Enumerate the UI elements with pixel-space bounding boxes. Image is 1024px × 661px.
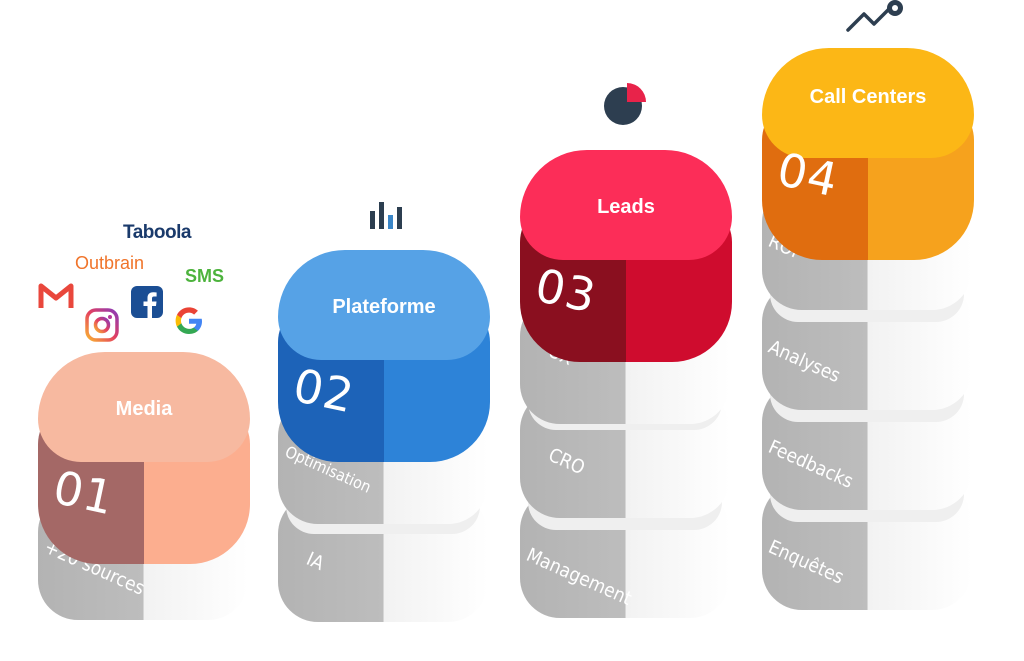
step4-cube: Call Centers 04 [762,48,974,262]
instagram-icon [85,308,119,342]
step3-cube: Leads 03 [520,150,732,364]
outbrain-logo: Outbrain [75,253,145,273]
step3-title: Leads [597,196,655,218]
trend-arrow-icon [846,0,903,32]
gmail-icon [38,283,74,308]
step2-title: Plateforme [332,296,436,318]
step4-cube-top [762,48,974,158]
facebook-icon [131,286,163,318]
step1-cube: Media 01 [38,352,250,566]
step4-title: Call Centers [809,86,927,108]
step1-title: Media [115,398,173,420]
sms-label: SMS [185,266,225,286]
step2-cube: Plateforme 02 [278,250,490,464]
taboola-logo: Taboola [123,222,191,243]
pie-chart-icon [604,83,646,125]
google-icon [175,307,202,334]
bar-chart-icon [370,202,402,229]
